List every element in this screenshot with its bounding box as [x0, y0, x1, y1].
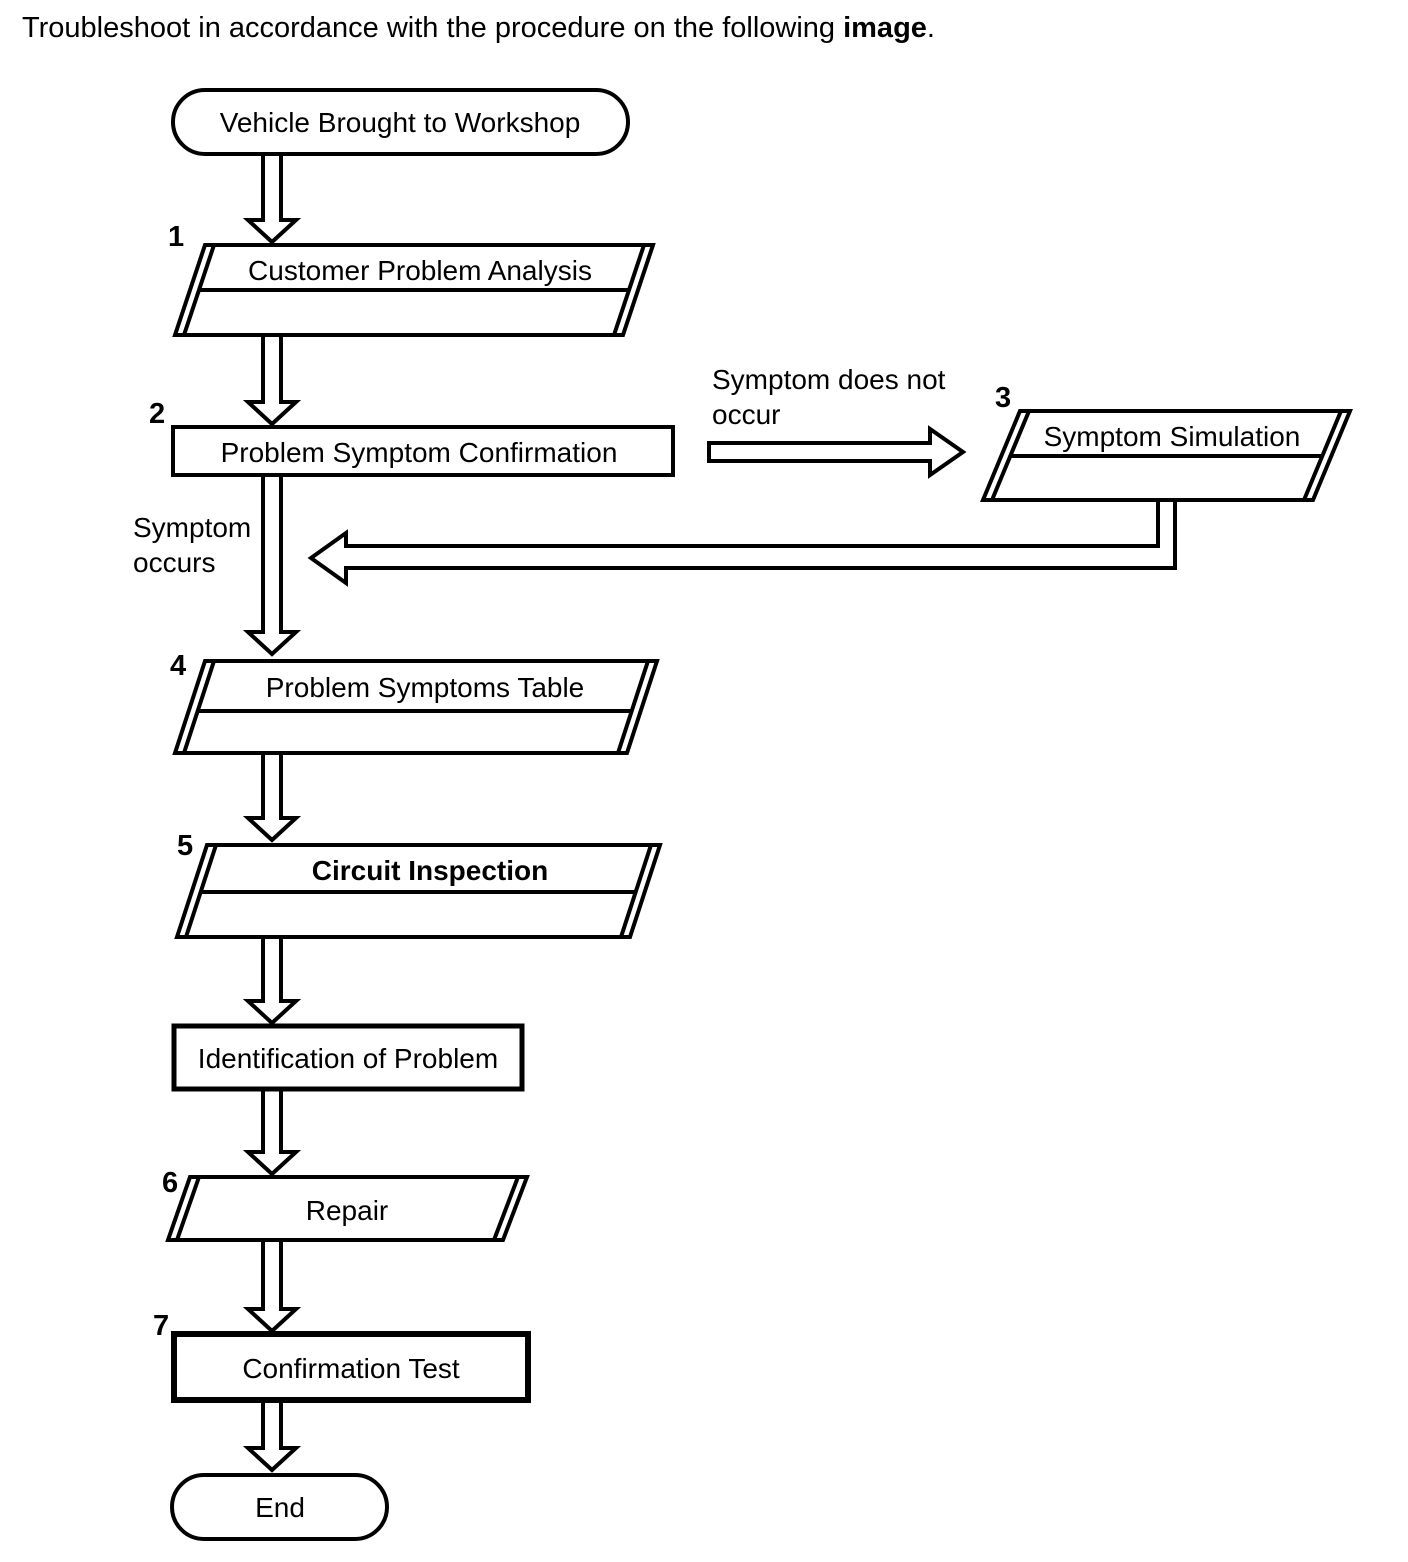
step3-number: 3	[995, 382, 1011, 414]
terminator-end	[170, 1473, 389, 1541]
step7-number: 7	[153, 1310, 169, 1342]
step6-label: Repair	[306, 1195, 388, 1226]
step4-parallelogram	[172, 659, 660, 755]
step5-number: 5	[177, 830, 193, 862]
arrow-step3-return	[307, 502, 1177, 587]
arrow-step7-to-end	[242, 1398, 302, 1473]
arrow-step2-to-step3	[707, 425, 967, 479]
step4-inner-edge-right	[616, 660, 650, 754]
step7-label: Confirmation Test	[242, 1353, 460, 1384]
arrow-step6-to-step7	[242, 1238, 302, 1334]
step6-number: 6	[162, 1167, 178, 1199]
terminator-start-label: Vehicle Brought to Workshop	[220, 107, 581, 138]
step3-label: Symptom Simulation	[1044, 421, 1301, 452]
step4-inner-edge-left	[182, 660, 216, 754]
step3-inner-edge-right	[1302, 410, 1343, 501]
step4-label: Problem Symptoms Table	[266, 672, 585, 703]
page-instruction: Troubleshoot in accordance with the proc…	[22, 12, 935, 45]
step2-rectangle	[171, 425, 675, 477]
arrow-start-to-step1	[242, 152, 302, 245]
terminator-end-label: End	[255, 1492, 305, 1523]
step6-inner-edge-right	[492, 1176, 520, 1241]
instruction-text: Troubleshoot in accordance with the proc…	[22, 12, 844, 44]
branch-not-occur-label-line1: Symptom does not	[712, 364, 946, 395]
branch-occur-label-line1: Symptom	[133, 512, 251, 543]
step5-label: Circuit Inspection	[312, 855, 548, 886]
branch-not-occur-label-line2: occur	[712, 399, 780, 430]
arrow-step2-to-step4	[242, 473, 302, 657]
arrow-step1-to-step2	[242, 333, 302, 427]
identification-label: Identification of Problem	[198, 1043, 498, 1074]
instruction-suffix: .	[926, 12, 935, 44]
step7-rectangle	[171, 1331, 531, 1403]
arrow-step5-to-identification	[242, 935, 302, 1026]
step1-label: Customer Problem Analysis	[248, 255, 592, 286]
step6-parallelogram	[165, 1175, 530, 1242]
step6-inner-edge-left	[175, 1176, 201, 1241]
arrow-identification-to-step6	[242, 1088, 302, 1177]
step4-number: 4	[170, 650, 186, 682]
step1-number: 1	[168, 221, 184, 253]
arrow-step4-to-step5	[242, 751, 302, 843]
instruction-emphasis: image	[843, 12, 927, 44]
identification-rectangle	[171, 1023, 525, 1092]
branch-occur-label-line2: occurs	[133, 547, 215, 578]
step2-number: 2	[149, 398, 165, 430]
step2-label: Problem Symptom Confirmation	[221, 437, 618, 468]
terminator-start	[171, 88, 630, 156]
